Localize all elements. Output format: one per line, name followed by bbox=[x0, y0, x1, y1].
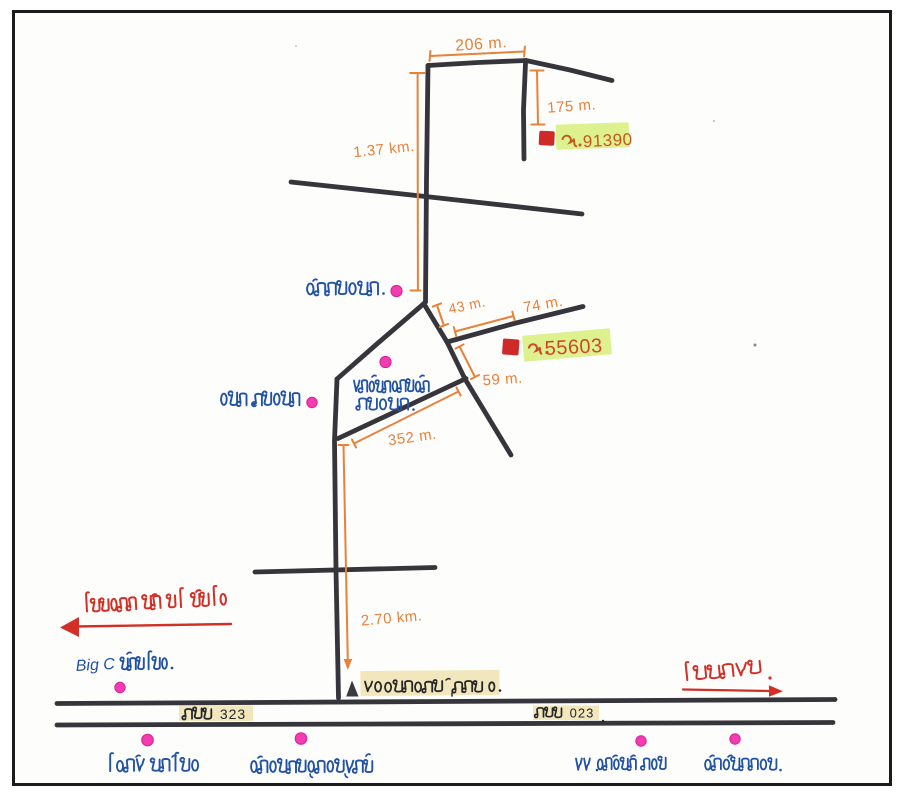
svg-text:55603: 55603 bbox=[544, 335, 603, 360]
svg-text:323: 323 bbox=[220, 706, 246, 722]
svg-text:175 m.: 175 m. bbox=[547, 96, 597, 116]
svg-text:1.37 km.: 1.37 km. bbox=[353, 138, 416, 161]
svg-text:59 m.: 59 m. bbox=[482, 370, 523, 390]
svg-text:74 m.: 74 m. bbox=[522, 293, 564, 317]
svg-text:2.70 km.: 2.70 km. bbox=[360, 607, 423, 629]
svg-text:Big C: Big C bbox=[75, 656, 115, 675]
svg-text:43 m.: 43 m. bbox=[447, 293, 487, 316]
svg-text:91390: 91390 bbox=[582, 130, 633, 152]
svg-text:352 m.: 352 m. bbox=[387, 426, 438, 450]
svg-text:206 m.: 206 m. bbox=[455, 34, 508, 55]
svg-text:023: 023 bbox=[570, 706, 595, 721]
